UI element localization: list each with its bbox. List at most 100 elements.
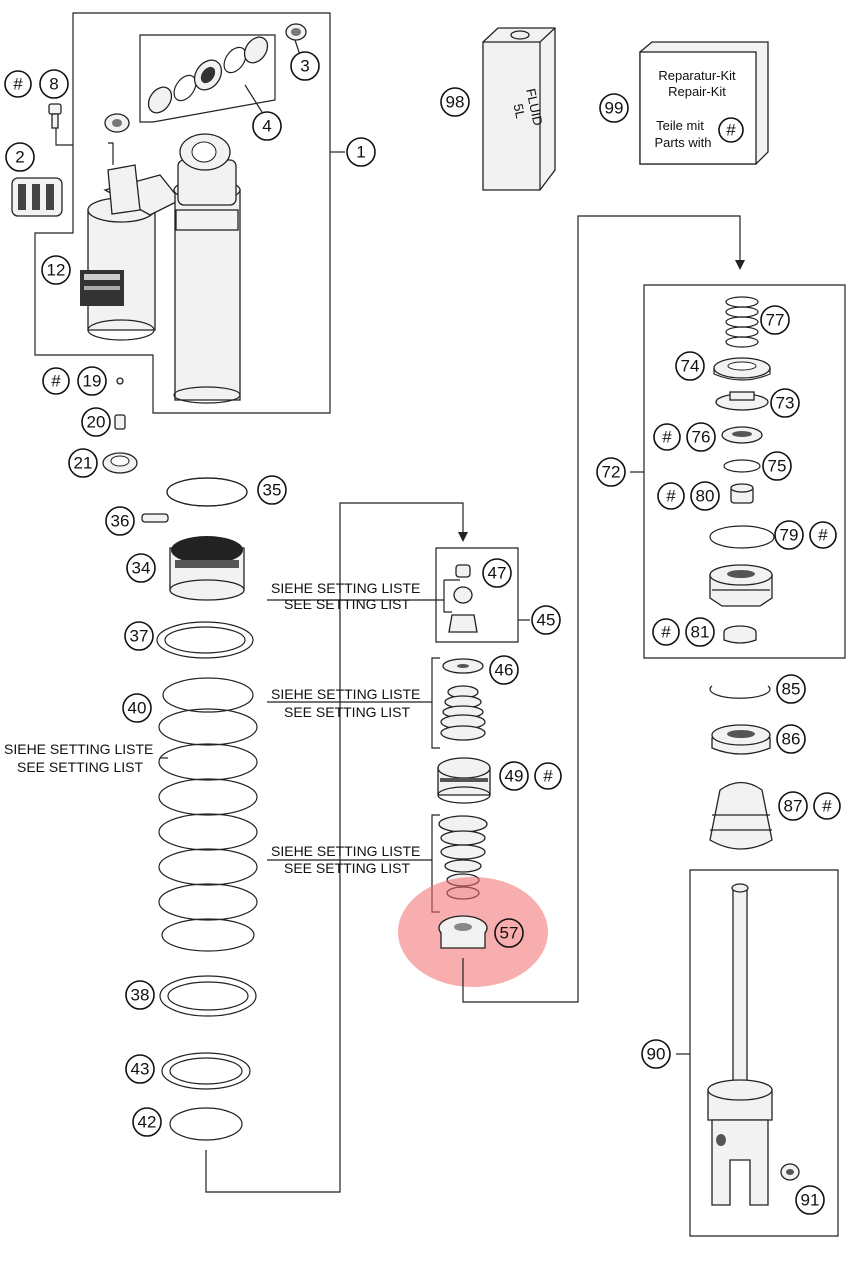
svg-text:4: 4 [262,117,271,136]
svg-text:79: 79 [780,526,799,545]
piston-rod-part-90 [707,883,773,1206]
svg-text:19: 19 [83,372,102,391]
callout-45: 45 [531,605,561,635]
bump-rubber-part-87 [709,781,773,850]
assembly-frame-45 [435,547,519,643]
shim-stack-part-46 [440,658,486,741]
svg-text:46: 46 [495,661,514,680]
callout-87: 87 [778,791,808,821]
svg-text:42: 42 [138,1113,157,1132]
repair-kit-hash: # [726,121,736,140]
svg-text:#: # [13,75,23,94]
clip-part-35 [166,477,248,507]
svg-text:99: 99 [605,99,624,118]
seal-part-76 [721,426,763,444]
svg-text:75: 75 [768,457,787,476]
piston-part-49 [437,757,491,804]
svg-text:38: 38 [131,986,150,1005]
ring-part-38 [159,975,257,1017]
seal-head-part-72 [709,564,773,607]
ring-part-37 [156,621,254,659]
svg-text:74: 74 [681,357,700,376]
ring-part-42 [169,1107,243,1141]
svg-text:73: 73 [776,394,795,413]
svg-text:40: 40 [128,699,147,718]
callout-3: 3 [290,51,320,81]
bushing-part-3 [285,23,307,41]
callout-hash-8: # [4,70,32,98]
svg-text:#: # [822,797,832,816]
callout-81: 81 [685,617,715,647]
callout-98: 98 [440,87,470,117]
svg-text:35: 35 [263,481,282,500]
svg-text:57: 57 [500,924,519,943]
svg-text:47: 47 [488,564,507,583]
pin-part-36 [141,513,169,523]
setting-list-label-3: SIEHE SETTING LISTE SEE SETTING LIST [4,741,153,775]
connection-line-left [205,502,464,1193]
seal-kit-part-4 [147,36,269,114]
svg-text:76: 76 [692,428,711,447]
bushing-part-81 [723,625,757,644]
svg-text:#: # [543,767,553,786]
setting-list-de-3: SIEHE SETTING LISTE [4,741,153,757]
spring-part-40 [158,677,258,952]
svg-text:86: 86 [782,730,801,749]
callout-76: 76 [686,422,716,452]
callout-75: 75 [762,451,792,481]
seat-part-73 [715,391,769,411]
setting-list-label-1: SIEHE SETTING LISTE SEE SETTING LIST [271,580,420,612]
svg-text:81: 81 [691,623,710,642]
svg-text:21: 21 [74,454,93,473]
svg-text:49: 49 [505,767,524,786]
callout-2: 2 [5,142,35,172]
svg-text:77: 77 [766,311,785,330]
shock-body-part-1 [173,133,241,404]
callout-hash-80: # [657,482,685,510]
nut-part-91 [780,1163,800,1181]
circlip-part-85 [709,685,771,699]
callout-74: 74 [675,351,705,381]
callout-36: 36 [105,506,135,536]
callout-37: 37 [124,621,154,651]
setting-list-label-2: SIEHE SETTING LISTE SEE SETTING LIST [271,686,420,720]
callout-79: 79 [774,520,804,550]
setting-list-de-1: SIEHE SETTING LISTE [271,580,420,596]
svg-text:#: # [666,487,676,506]
svg-text:80: 80 [696,487,715,506]
repair-kit-part-99: Reparatur-Kit Repair-Kit Teile mit Parts… [639,41,769,165]
svg-text:#: # [661,623,671,642]
svg-text:43: 43 [131,1060,150,1079]
svg-text:8: 8 [49,75,58,94]
piston-nut-part-47 [455,564,471,578]
assembly-frame-72 [643,284,846,659]
callout-4: 4 [252,111,282,141]
callout-49: 49 [499,761,529,791]
ring-part-75 [723,459,761,473]
callout-42: 42 [132,1107,162,1137]
svg-text:34: 34 [132,559,151,578]
callout-hash-19: # [42,367,70,395]
reservoir-part-12 [80,174,182,341]
callout-77: 77 [760,305,790,335]
setting-list-en-3: SEE SETTING LIST [17,759,143,775]
svg-text:72: 72 [602,463,621,482]
svg-text:45: 45 [537,611,556,630]
bushing-part-80 [730,483,754,504]
fluid-can-part-98: FLUID 5L [482,27,556,191]
callout-91: 91 [795,1185,825,1215]
spring-retainer-part-34 [169,536,245,601]
callout-8: 8 [39,69,69,99]
callout-35: 35 [257,475,287,505]
svg-text:1: 1 [356,143,365,162]
svg-text:36: 36 [111,512,130,531]
setting-list-label-4: SIEHE SETTING LISTE SEE SETTING LIST [271,843,420,876]
repair-kit-title-de: Reparatur-Kit [658,68,736,83]
callout-80: 80 [690,481,720,511]
svg-text:#: # [51,372,61,391]
svg-text:90: 90 [647,1045,666,1064]
callout-99: 99 [599,93,629,123]
svg-text:85: 85 [782,680,801,699]
callout-hash-81: # [652,618,680,646]
svg-text:91: 91 [801,1191,820,1210]
